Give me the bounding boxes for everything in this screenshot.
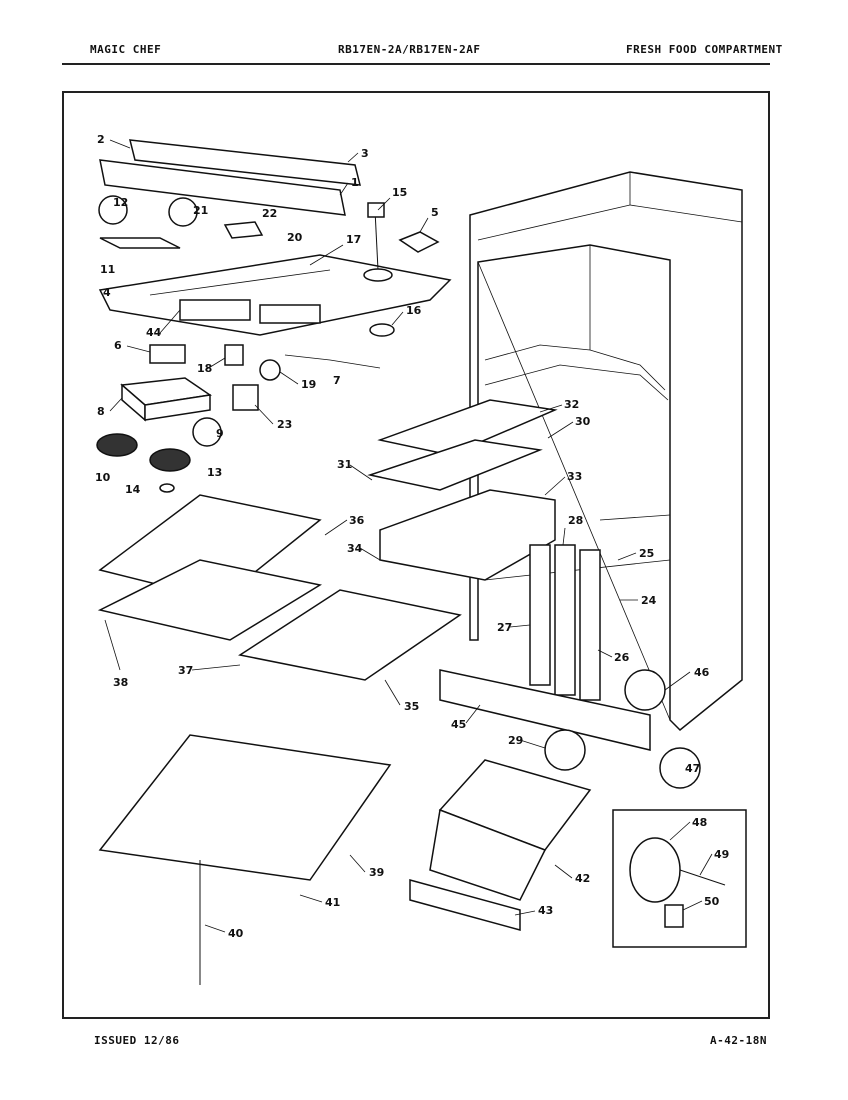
callout-11: 11 — [100, 263, 115, 276]
callout-44: 44 — [146, 326, 162, 339]
callout-36: 36 — [349, 514, 365, 527]
callout-17: 17 — [346, 233, 361, 246]
callout-37: 37 — [178, 664, 193, 677]
callout-29: 29 — [508, 734, 523, 747]
header-rule — [62, 63, 770, 65]
callout-3: 3 — [361, 147, 369, 160]
diagram-frame — [62, 91, 770, 1019]
callout-13: 13 — [207, 466, 222, 479]
callout-38: 38 — [113, 676, 128, 689]
leader-lines — [104, 139, 713, 933]
callout-5: 5 — [431, 206, 439, 219]
callout-9: 9 — [216, 427, 224, 440]
crisper-pan — [409, 759, 592, 931]
header-section: FRESH FOOD COMPARTMENT — [626, 43, 783, 56]
callout-40: 40 — [228, 927, 244, 940]
callout-4: 4 — [103, 286, 111, 299]
callout-14: 14 — [125, 483, 141, 496]
callout-23: 23 — [277, 418, 292, 431]
callout-48: 48 — [692, 816, 707, 829]
callout-43: 43 — [538, 904, 553, 917]
callout-30: 30 — [575, 415, 591, 428]
footer-issued: ISSUED 12/86 — [94, 1034, 180, 1047]
rails-and-covers — [199, 544, 651, 985]
callout-8: 8 — [97, 405, 105, 418]
callout-50: 50 — [704, 895, 720, 908]
callout-28: 28 — [568, 514, 583, 527]
callout-26: 26 — [614, 651, 630, 664]
callout-24: 24 — [641, 594, 657, 607]
callout-22: 22 — [262, 207, 277, 220]
roller-inset — [612, 809, 747, 948]
callout-21: 21 — [193, 204, 208, 217]
small-components — [96, 195, 440, 493]
callout-12: 12 — [113, 196, 128, 209]
callout-7: 7 — [333, 374, 341, 387]
callout-10: 10 — [95, 471, 111, 484]
callout-19: 19 — [301, 378, 316, 391]
callout-45: 45 — [451, 718, 466, 731]
upper-shelf-crisper — [367, 399, 558, 581]
header-brand: MAGIC CHEF — [90, 43, 162, 56]
callout-2: 2 — [97, 133, 105, 146]
footer-code: A-42-18N — [710, 1034, 767, 1047]
callout-18: 18 — [197, 362, 212, 375]
callout-20: 20 — [287, 231, 303, 244]
callout-15: 15 — [392, 186, 407, 199]
callout-labels: 1 2 3 4 5 6 7 8 9 10 11 12 13 14 15 16 1… — [95, 133, 729, 940]
callout-32: 32 — [564, 398, 579, 411]
callout-6: 6 — [114, 339, 122, 352]
callout-1: 1 — [351, 176, 359, 189]
callout-33: 33 — [567, 470, 582, 483]
detail-circles — [544, 669, 701, 789]
callout-16: 16 — [406, 304, 422, 317]
callout-31: 31 — [337, 458, 352, 471]
callout-47: 47 — [685, 762, 700, 775]
callout-39: 39 — [369, 866, 384, 879]
callout-49: 49 — [714, 848, 729, 861]
callout-41: 41 — [325, 896, 340, 909]
refrigerator-cabinet — [469, 171, 743, 732]
header-model: RB17EN-2A/RB17EN-2AF — [338, 43, 481, 56]
callout-35: 35 — [404, 700, 419, 713]
callout-34: 34 — [347, 542, 363, 555]
callout-27: 27 — [497, 621, 512, 634]
callout-42: 42 — [575, 872, 590, 885]
callout-46: 46 — [694, 666, 710, 679]
wire-shelves — [97, 494, 462, 881]
callout-25: 25 — [639, 547, 654, 560]
control-housing-assembly — [98, 139, 452, 336]
